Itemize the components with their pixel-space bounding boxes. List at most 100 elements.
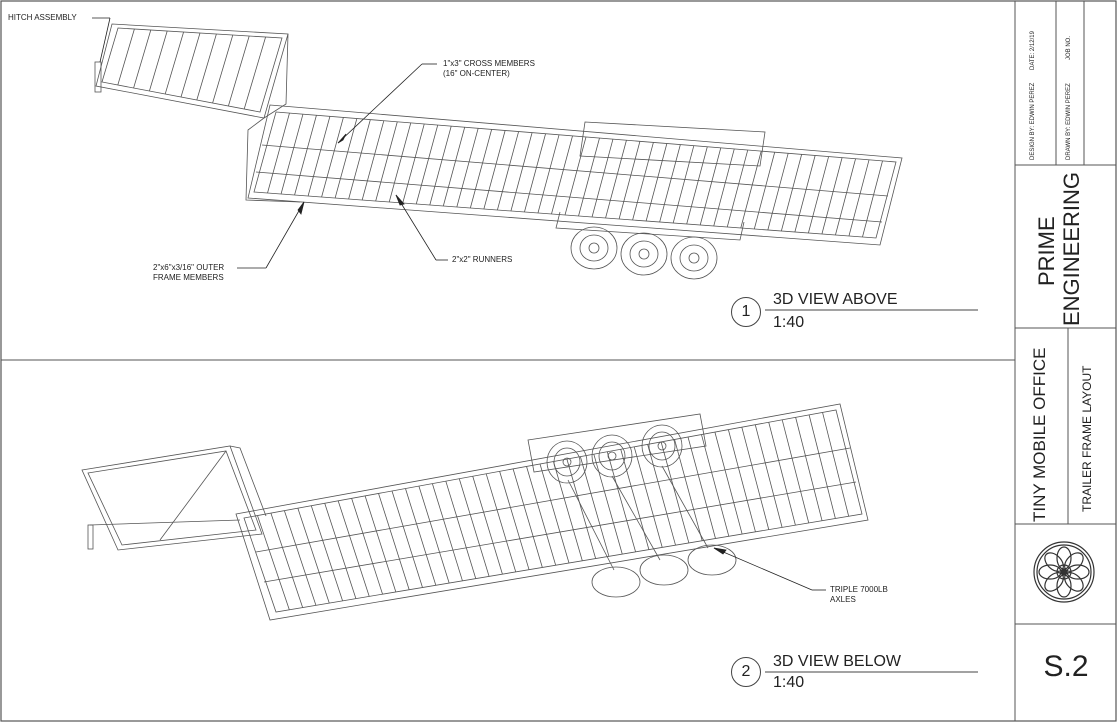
frame-member — [270, 512, 304, 608]
wheel — [570, 226, 618, 270]
frame-member — [483, 130, 506, 210]
frame-member — [741, 427, 770, 530]
frame-member — [606, 451, 636, 552]
frame-member — [794, 155, 816, 233]
callout-outer-frame-line1: 2"x6"x3/16" OUTER — [153, 263, 225, 272]
frame-member — [280, 114, 304, 195]
view-number-1: 1 — [731, 297, 761, 327]
frame-member — [391, 490, 423, 588]
frame-member — [551, 135, 573, 215]
callout-leaders-view1 — [92, 17, 448, 269]
frame-member — [727, 429, 756, 532]
frame-member — [578, 137, 600, 217]
callout-axles: TRIPLE 7000LB AXLES — [830, 585, 888, 605]
callout-cross-members: 1"x3" CROSS MEMBERS (16" ON-CENTER) — [443, 59, 535, 79]
tb-drawn-by: DRAWN BY: EDWIN PEREZ — [1066, 83, 1072, 160]
wheel — [670, 236, 718, 280]
frame-member — [497, 131, 519, 211]
frame-member — [458, 478, 490, 577]
frame-member — [334, 118, 358, 199]
frame-member — [701, 434, 730, 537]
frame-member — [767, 153, 789, 231]
frame-member — [780, 154, 803, 232]
frame-member — [674, 439, 703, 541]
title-block-frame — [1014, 1, 1116, 721]
callout-outer-frame-line2: FRAME MEMBERS — [153, 273, 224, 282]
callout-cross-members-line1: 1"x3" CROSS MEMBERS — [443, 59, 535, 68]
frame-member — [431, 483, 463, 581]
frame-member — [415, 124, 439, 205]
frame-member — [835, 158, 856, 236]
frame-member — [686, 146, 708, 225]
tb-project: TINY MOBILE OFFICE — [1030, 347, 1049, 522]
callout-cross-members-line2: (16" ON-CENTER) — [443, 69, 510, 78]
frame-member — [862, 160, 883, 238]
view-title-1: 3D VIEW ABOVE — [773, 291, 898, 308]
tb-job-no: JOB NO. — [1066, 35, 1072, 60]
frame-member — [633, 446, 663, 548]
frame-member — [117, 28, 135, 86]
callout-outer-frame: 2"x6"x3/16" OUTER FRAME MEMBERS — [153, 263, 224, 283]
frame-member — [243, 36, 266, 110]
frame-member — [324, 503, 357, 599]
frame-member — [310, 505, 343, 601]
tb-company-line2: ENGINEERING — [1059, 171, 1084, 326]
frame-member — [591, 139, 614, 218]
frame-member — [537, 134, 560, 214]
frame-member — [553, 461, 583, 561]
frame-member — [714, 431, 743, 535]
wheel — [641, 424, 683, 468]
frame-member — [593, 454, 623, 555]
frame-member — [579, 456, 610, 557]
frame-member — [632, 142, 654, 221]
frame-member — [361, 120, 385, 201]
main-deck-bottom — [235, 403, 869, 621]
frame-member — [605, 140, 627, 219]
frame-member — [228, 35, 250, 107]
frame-member — [726, 149, 749, 228]
frame-member — [659, 144, 681, 223]
frame-member — [753, 152, 776, 230]
wheel — [591, 566, 641, 598]
frame-member — [566, 458, 597, 559]
frame-member — [526, 466, 557, 566]
callout-runners: 2"x2" RUNNERS — [452, 255, 513, 264]
frame-member — [364, 495, 397, 593]
frame-member — [164, 31, 184, 95]
frame-member — [196, 33, 217, 101]
frame-member — [564, 136, 587, 216]
frame-member — [510, 132, 533, 212]
view-scale-2: 1:40 — [773, 674, 805, 691]
callout-axles-line1: TRIPLE 7000LB — [830, 585, 888, 594]
frame-member — [713, 148, 735, 227]
frame-member — [699, 147, 722, 226]
frame-member — [687, 436, 716, 539]
frame-member — [418, 485, 450, 584]
tb-sheet-number: S.2 — [1043, 650, 1089, 683]
wheel — [620, 232, 668, 276]
frame-member — [647, 444, 676, 546]
frame-member — [429, 126, 452, 206]
frame-member — [267, 112, 290, 194]
view-number-2: 2 — [731, 657, 761, 687]
wheel — [546, 440, 588, 484]
wheel — [687, 544, 737, 576]
frame-member — [808, 414, 836, 519]
frame-member — [388, 122, 412, 203]
frame-member — [848, 159, 870, 237]
trailer-view-below — [81, 403, 869, 621]
frame-member — [740, 151, 762, 229]
frame-member — [375, 121, 398, 202]
frame-member — [618, 141, 641, 220]
frame-member — [149, 30, 168, 92]
frame-member — [754, 424, 783, 528]
frame-member — [351, 498, 383, 595]
frame-member — [539, 463, 570, 564]
callout-hitch-assembly: HITCH ASSEMBLY — [8, 13, 77, 22]
view-title-2: 3D VIEW BELOW — [773, 653, 902, 670]
frame-member — [405, 488, 437, 586]
frame-member — [133, 29, 152, 89]
frame-member — [485, 473, 517, 573]
tb-company-line1: PRIME — [1034, 216, 1059, 286]
